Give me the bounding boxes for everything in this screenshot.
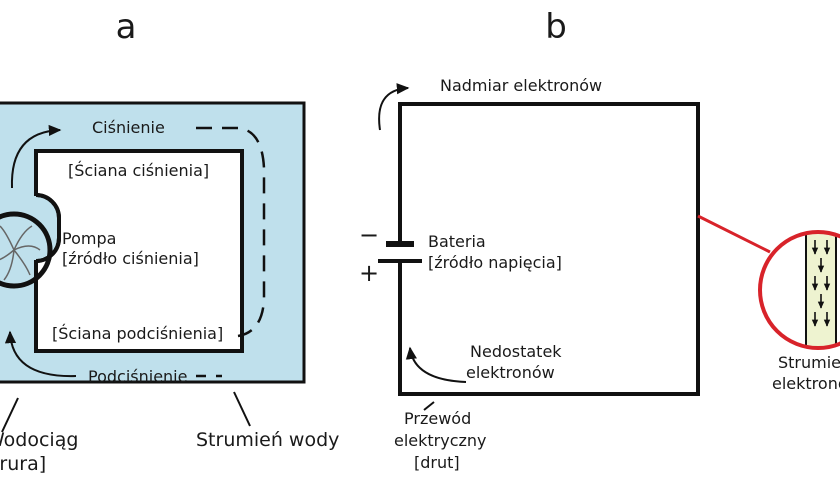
wire-sub-label: elektryczny [394, 431, 487, 450]
pump-source-label: [źródło ciśnienia] [62, 249, 199, 268]
pump-label: Pompa [62, 229, 116, 248]
water-pipe [0, 101, 306, 384]
suction-label: Podciśnienie [88, 367, 187, 386]
pump [0, 193, 61, 289]
water-stream-label: Strumień wody [196, 429, 339, 451]
electron-flow-label: Strumień [778, 353, 840, 372]
battery-source-label: [źródło napięcia] [428, 253, 562, 272]
wire-leader-line [423, 401, 435, 411]
battery-plus-sign: + [359, 259, 379, 287]
electron-flow-arrows-icon [811, 240, 831, 327]
battery-minus-sign: − [359, 221, 379, 249]
panel-label-a: a [116, 7, 137, 47]
battery-symbol [378, 241, 422, 263]
suction-flow-arrow [4, 330, 77, 378]
suction-wall-label: [Ściana podciśnienia] [52, 324, 223, 343]
pressure-label: Ciśnienie [92, 118, 165, 137]
wire-bracket-label: [drut] [414, 453, 460, 472]
pump-impeller-icon [0, 225, 41, 281]
pressure-wall-label: [Ściana ciśnienia] [68, 161, 209, 180]
deficit-electrons-arrow [405, 346, 467, 383]
pipe-sub-label: [rura] [0, 453, 46, 475]
electron-flow-sub-label: elektronów [772, 374, 840, 393]
deficit-electrons-sub-label: elektronów [466, 363, 555, 382]
deficit-electrons-label: Nedostatek [470, 342, 562, 361]
electric-wire [398, 102, 700, 396]
pipe-leader-line [1, 391, 251, 433]
water-stream-dashes [196, 126, 266, 338]
pipe-label: Wodociąg [0, 429, 78, 451]
panel-label-b: b [545, 7, 567, 47]
excess-electrons-arrow [378, 83, 410, 131]
excess-electrons-label: Nadmiar elektronów [440, 76, 602, 95]
zoom-callout [697, 214, 840, 350]
battery-label: Bateria [428, 232, 486, 251]
pressure-flow-arrow [10, 124, 62, 189]
wire-label: Przewód [404, 409, 471, 428]
